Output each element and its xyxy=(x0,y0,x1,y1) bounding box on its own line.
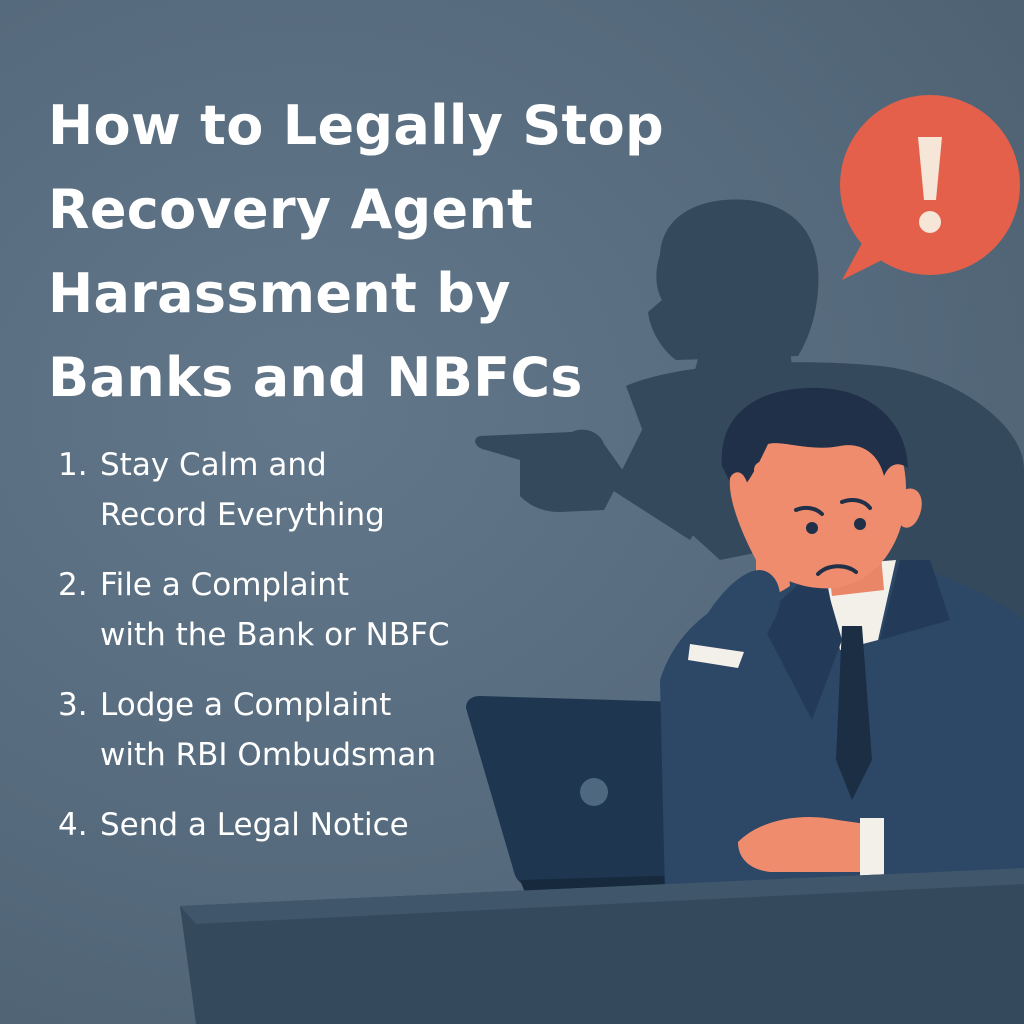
title-line: Recovery Agent xyxy=(48,178,534,241)
step-item: 2. File a Complaint with the Bank or NBF… xyxy=(58,560,450,660)
desk xyxy=(180,868,1024,1024)
title-line: Banks and NBFCs xyxy=(48,346,583,409)
exclamation-icon xyxy=(918,137,942,233)
step-number: 3. xyxy=(58,687,88,723)
step-text: Record Everything xyxy=(100,497,385,533)
page-title: How to Legally Stop Recovery Agent Haras… xyxy=(48,84,708,420)
step-text: File a Complaint xyxy=(100,567,350,603)
title-line: Harassment by xyxy=(48,262,511,325)
title-line: How to Legally Stop xyxy=(48,94,664,157)
step-text: with RBI Ombudsman xyxy=(100,737,437,773)
step-text: with the Bank or NBFC xyxy=(100,617,450,653)
step-number: 4. xyxy=(58,807,88,843)
steps-list: 1. Stay Calm and Record Everything 2. Fi… xyxy=(58,440,450,870)
step-number: 1. xyxy=(58,447,88,483)
laptop-logo xyxy=(580,778,608,806)
step-number: 2. xyxy=(58,567,88,603)
step-text: Lodge a Complaint xyxy=(100,687,392,723)
step-text: Send a Legal Notice xyxy=(100,807,409,843)
step-text: Stay Calm and xyxy=(100,447,327,483)
step-item: 4. Send a Legal Notice xyxy=(58,800,450,850)
step-item: 1. Stay Calm and Record Everything xyxy=(58,440,450,540)
step-item: 3. Lodge a Complaint with RBI Ombudsman xyxy=(58,680,450,780)
alert-speech-bubble xyxy=(840,95,1020,280)
